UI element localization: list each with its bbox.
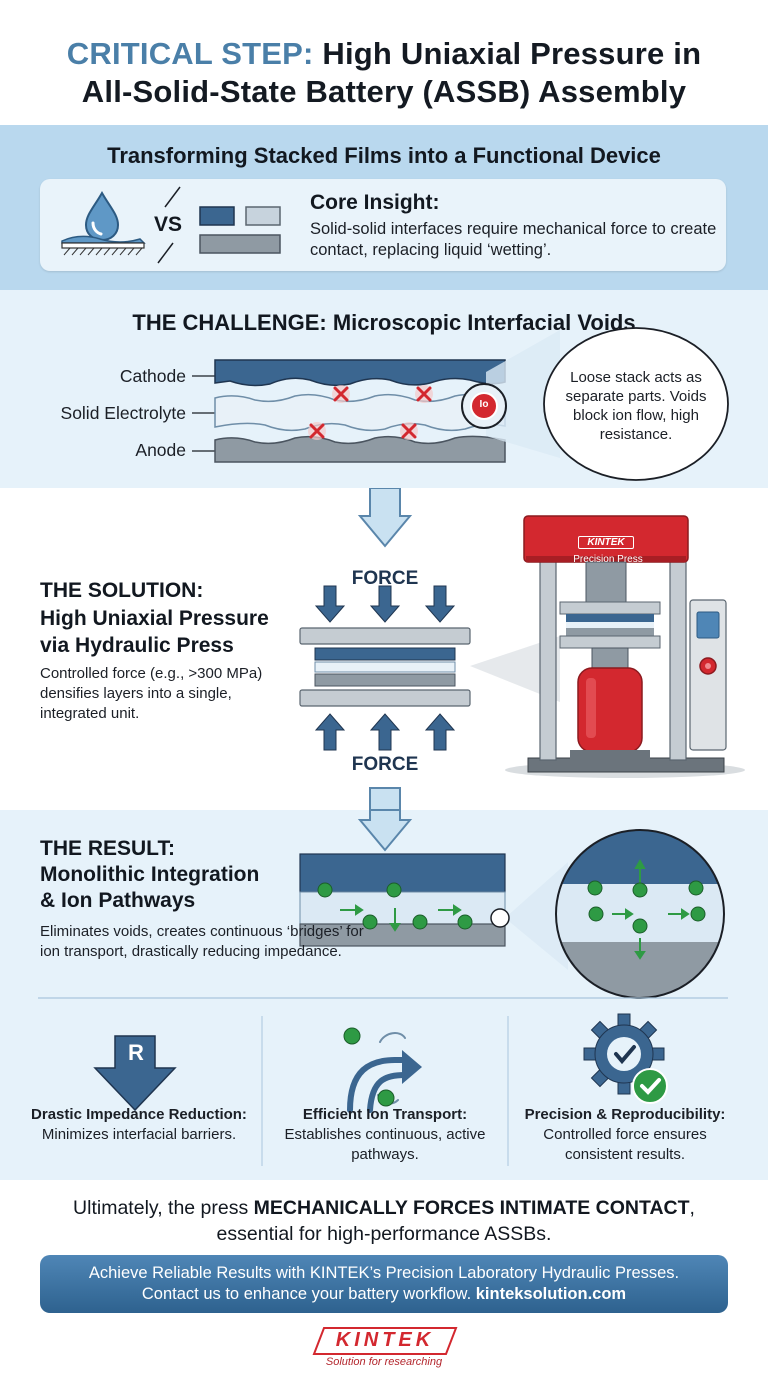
benefit-text: Establishes continuous, active pathways. [284, 1126, 486, 1163]
force-arrows-top [314, 585, 456, 623]
integrated-stack [299, 853, 506, 947]
title-rest: High Uniaxial Pressure in [313, 36, 702, 71]
summary-pre: Ultimately, the press [73, 1197, 254, 1219]
anode-layer [214, 435, 506, 463]
force-label-bottom: FORCE [351, 754, 419, 775]
zoom-ion-markers [587, 880, 706, 934]
force-label-top: FORCE [351, 568, 419, 589]
summary-line-1: Ultimately, the press MECHANICALLY FORCE… [0, 1197, 768, 1220]
benefit-precision: Precision & Reproducibility: Controlled … [510, 1105, 740, 1165]
challenge-callout-text: Loose stack acts as separate parts. Void… [565, 369, 707, 443]
electrolyte-layer [214, 393, 506, 432]
impedance-arrow-icon [93, 1035, 177, 1112]
kintek-logo [312, 1327, 458, 1355]
void-x-icon [308, 422, 326, 440]
challenge-heading: THE CHALLENGE: Microscopic Interfacial V… [132, 310, 636, 335]
cta-text: Contact us to enhance your battery workf… [141, 1285, 476, 1303]
impedance-letter: R [128, 1040, 144, 1065]
callout-bubble [543, 327, 729, 481]
summary-line-2: essential for high-performance ASSBs. [216, 1223, 552, 1245]
website-link[interactable]: kinteksolution.com [475, 1285, 627, 1303]
liquid-vs-solid-illustration [61, 186, 281, 264]
page-title-line-1: CRITICAL STEP: High Uniaxial Pressure in [0, 36, 768, 72]
gear-check-icon [583, 1013, 668, 1104]
ion-markers [317, 882, 473, 930]
result-diagram [38, 810, 728, 1166]
vs-label: VS [154, 213, 183, 236]
logo-brand: KINTEK [335, 1329, 435, 1351]
void-x-icon [415, 385, 433, 403]
page-title-line-2: All-Solid-State Battery (ASSB) Assembly [81, 74, 687, 109]
solution-title-2: High Uniaxial Pressure [40, 607, 269, 630]
solution-text: Controlled force (e.g., >300 MPa) densif… [40, 665, 263, 722]
force-arrows-bottom [314, 713, 456, 751]
label-anode: Anode [135, 440, 186, 460]
label-cathode: Cathode [119, 366, 186, 386]
benefit-title: Efficient Ion Transport: [302, 1106, 468, 1123]
solid-blocks-icon [199, 206, 281, 254]
benefit-text: Controlled force ensures consistent resu… [543, 1126, 707, 1163]
result-title-1: THE RESULT: [40, 837, 175, 860]
solution-title-3: via Hydraulic Press [40, 634, 234, 657]
solution-diagram [299, 488, 745, 810]
wetted-surface-icon [61, 235, 146, 256]
ion-label: Io [479, 399, 489, 410]
result-title-2: Monolithic Integration [40, 863, 260, 886]
core-insight-title: Core Insight: [310, 191, 440, 214]
summary-bold: MECHANICALLY FORCES INTIMATE CONTACT [253, 1197, 690, 1219]
cta-line-1: Achieve Reliable Results with KINTEK’s P… [88, 1264, 680, 1282]
benefit-impedance: Drastic Impedance Reduction: Minimizes i… [24, 1105, 254, 1145]
logo-tagline: Solution for researching [325, 1356, 443, 1368]
transform-heading: Transforming Stacked Films into a Functi… [107, 143, 661, 168]
pressed-stack [299, 627, 471, 707]
benefit-title: Precision & Reproducibility: [524, 1106, 726, 1123]
core-insight-card: VS Core Insight: Solid-solid interfaces … [40, 179, 726, 271]
ion-blocked-icon [470, 392, 498, 420]
result-title-3: & Ion Pathways [40, 889, 196, 912]
header: CRITICAL STEP: High Uniaxial Pressure in… [0, 0, 768, 125]
magnifier-icon [490, 908, 510, 928]
cta-line-2: Contact us to enhance your battery workf… [40, 1285, 728, 1304]
challenge-stack-diagram [192, 327, 729, 481]
solution-title-1: THE SOLUTION: [40, 579, 204, 602]
zoom-ion-arrows [612, 858, 690, 960]
droplet-icon [84, 190, 120, 242]
core-insight-text: Solid-solid interfaces require mechanica… [310, 220, 717, 259]
void-markers [308, 385, 433, 440]
flow-arrow-down-icon [357, 810, 413, 852]
flow-arrow-down-icon [357, 488, 413, 548]
title-accent: CRITICAL STEP: [66, 36, 314, 71]
cathode-layer [214, 359, 506, 387]
benefit-ion-transport: Efficient Ion Transport: Establishes con… [270, 1105, 500, 1165]
summary-post: , [689, 1197, 695, 1219]
press-name-label: Precision Press [573, 554, 643, 565]
ion-path-arrows [340, 904, 462, 932]
label-solid-electrolyte: Solid Electrolyte [60, 403, 186, 423]
press-brand-logo: KINTEK [578, 536, 634, 549]
result-text: Eliminates voids, creates continuous ‘br… [40, 923, 364, 960]
benefit-text: Minimizes interfacial barriers. [41, 1126, 237, 1143]
void-x-icon [400, 422, 418, 440]
ion-flow-icon [347, 1032, 408, 1113]
benefit-title: Drastic Impedance Reduction: [31, 1106, 247, 1123]
cta-banner[interactable]: Achieve Reliable Results with KINTEK’s P… [40, 1255, 728, 1313]
hydraulic-press-icon [505, 515, 745, 778]
transform-section: Transforming Stacked Films into a Functi… [0, 125, 768, 290]
void-x-icon [332, 385, 350, 403]
